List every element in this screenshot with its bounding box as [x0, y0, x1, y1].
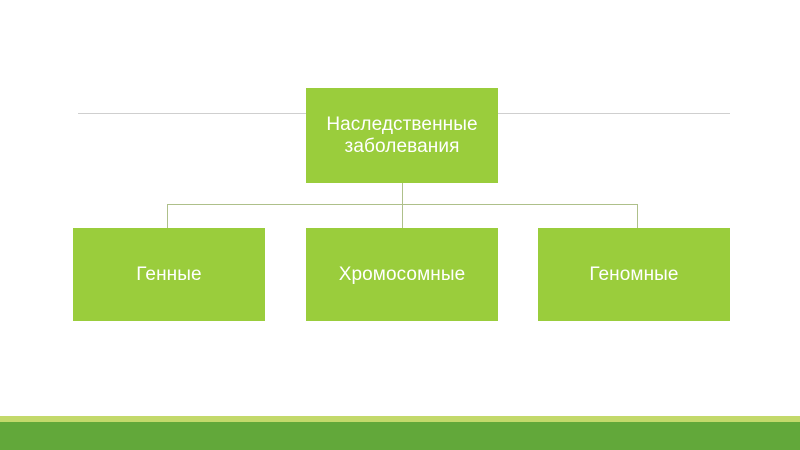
decorative-rule-left	[78, 113, 306, 114]
decorative-rule-right	[498, 113, 730, 114]
footer-band-dark	[0, 422, 800, 450]
diagram-child-node-2[interactable]: Хромосомные	[306, 228, 498, 321]
connector-drop-middle	[402, 204, 403, 228]
diagram-child-node-3[interactable]: Геномные	[538, 228, 730, 321]
diagram-child-node-1[interactable]: Генные	[73, 228, 265, 321]
diagram-root-node[interactable]: Наследственные заболевания	[306, 88, 498, 183]
connector-drop-left	[167, 204, 168, 228]
connector-drop-right	[637, 204, 638, 228]
connector-stem	[402, 183, 403, 205]
footer-band-light	[0, 416, 800, 422]
